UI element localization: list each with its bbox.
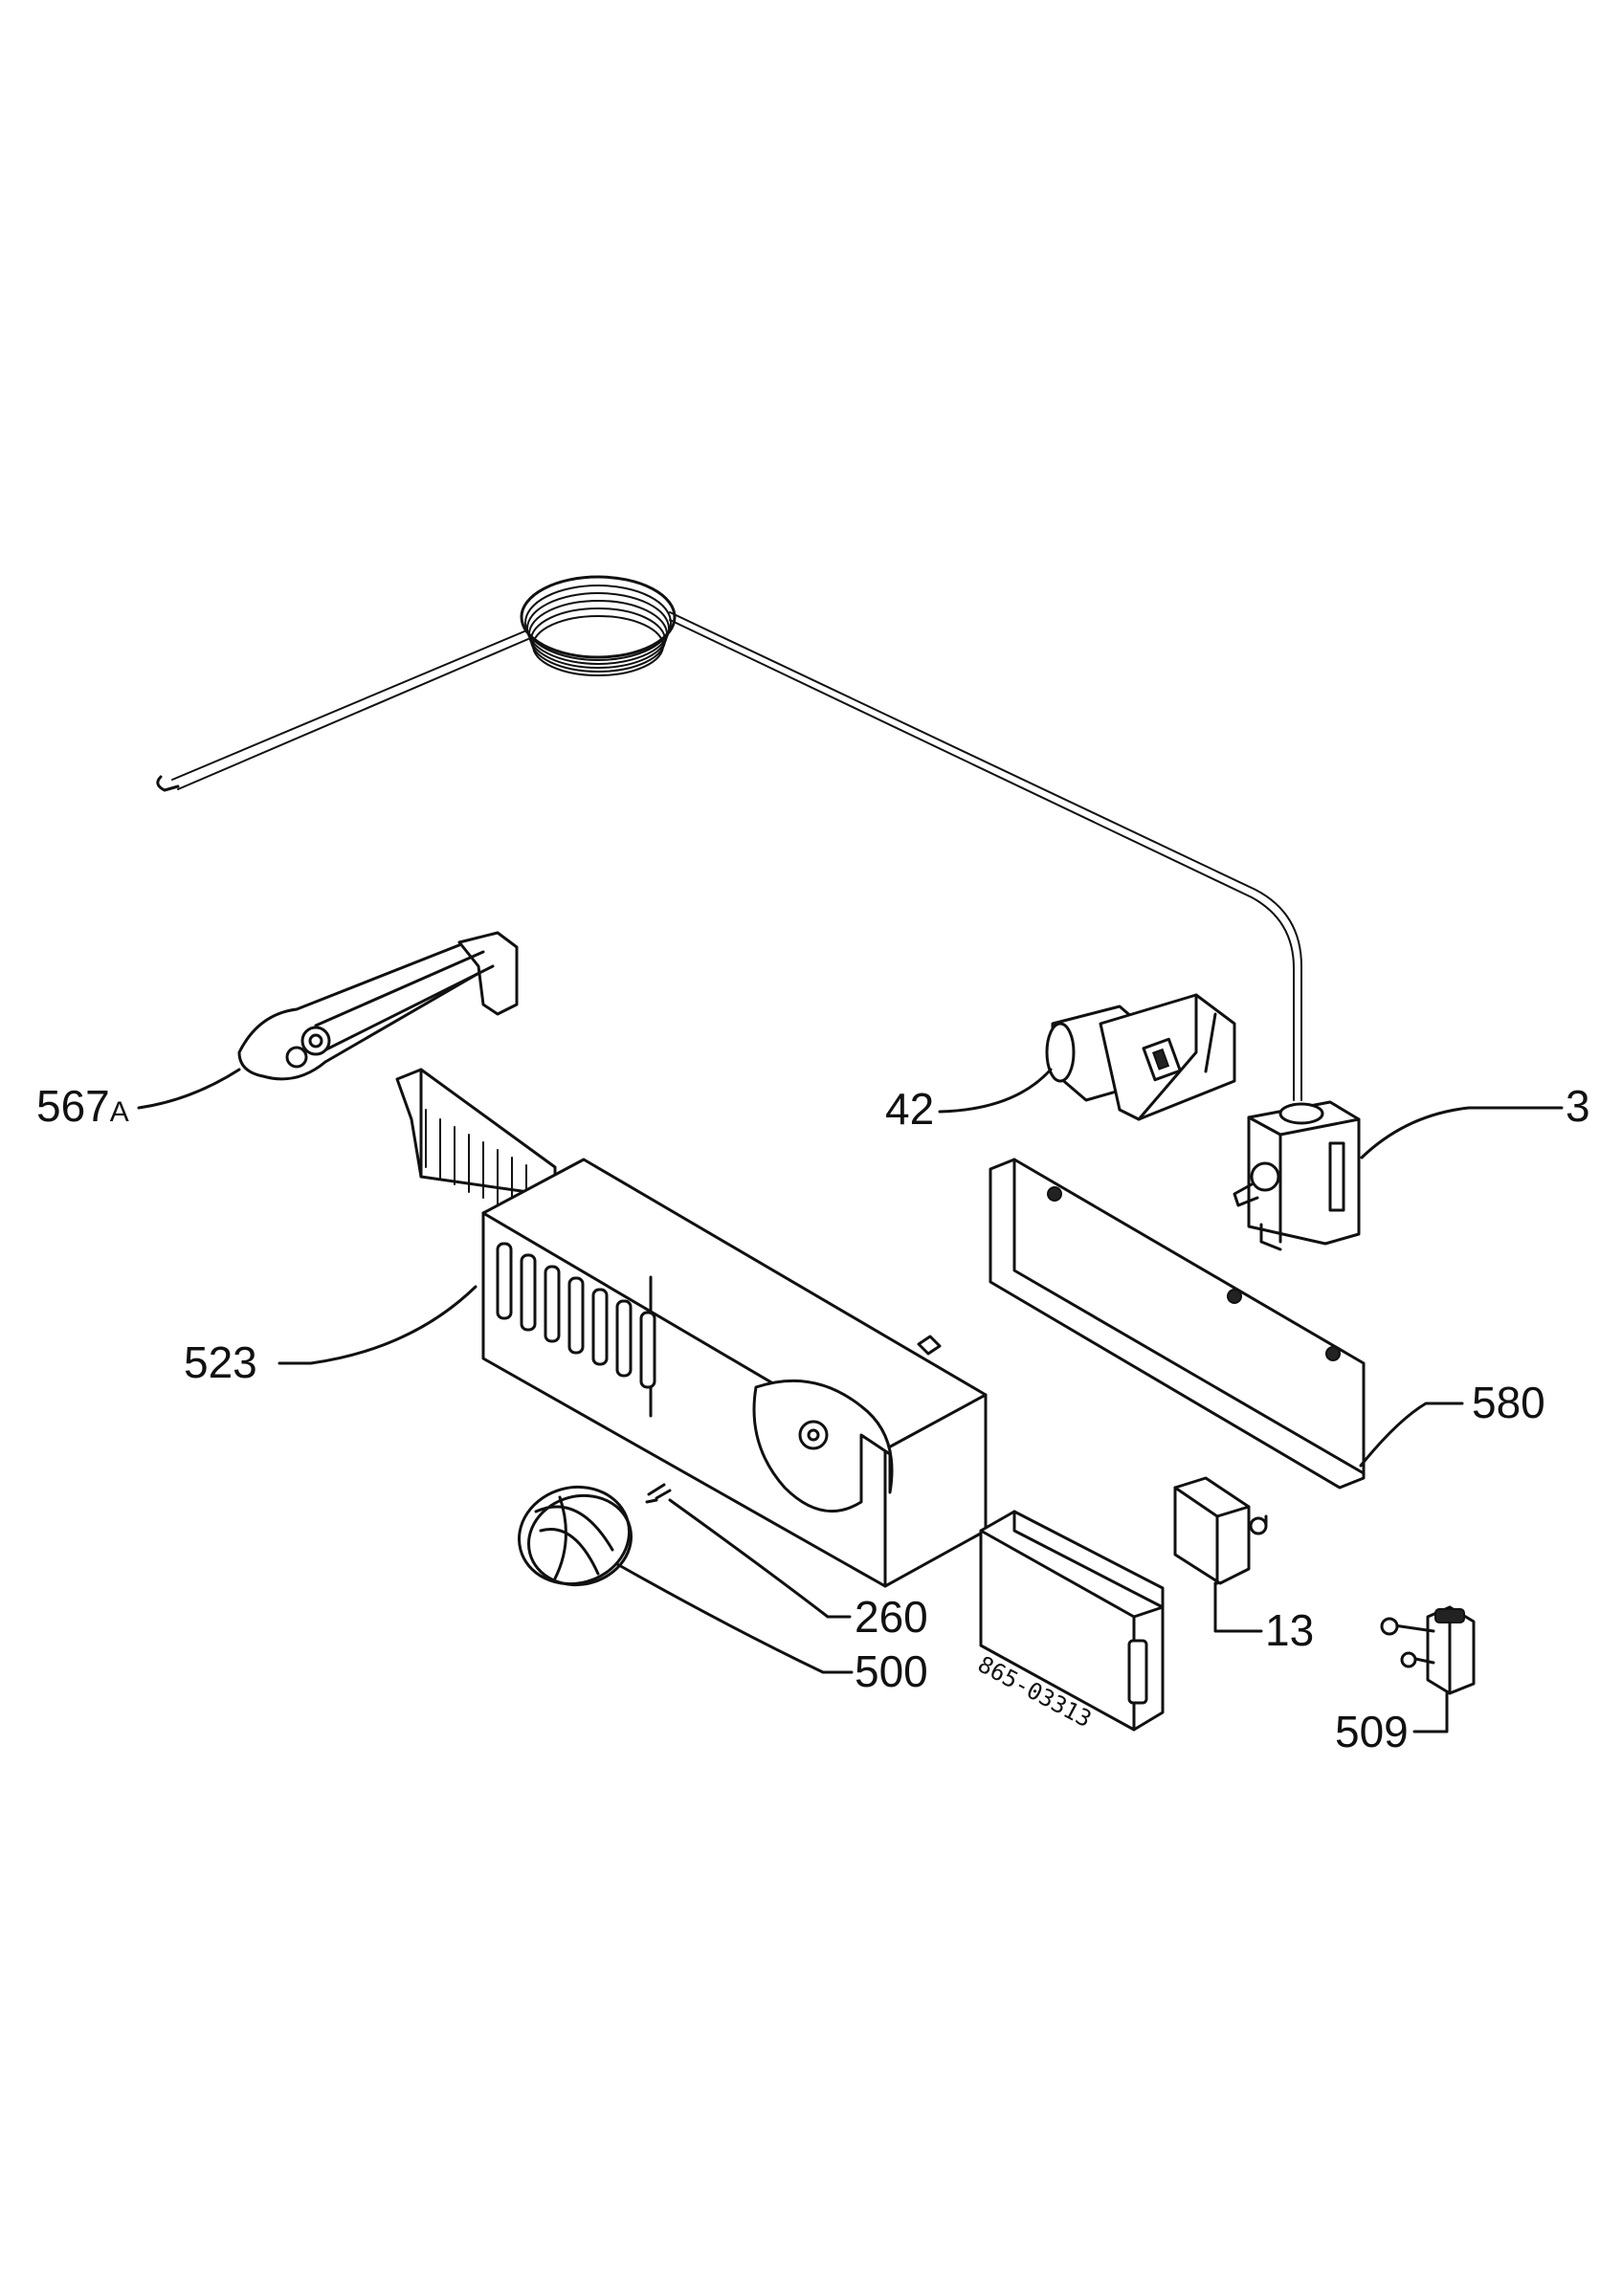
label-part-3: 3 — [1566, 1081, 1590, 1131]
thermostat-part-3 — [1233, 1100, 1361, 1251]
label-part-13: 13 — [1265, 1605, 1314, 1655]
screw-part-260 — [645, 1483, 672, 1504]
capillary-tube — [156, 575, 1302, 1101]
lamp-holder-part-42 — [1045, 993, 1236, 1121]
label-part-260: 260 — [855, 1592, 928, 1642]
part-labels: 567A 42 3 523 580 260 500 13 509 — [36, 1081, 1590, 1756]
label-part-500: 500 — [855, 1646, 928, 1696]
electronic-module: 865-03313 — [973, 1510, 1165, 1733]
housing-part-523 — [395, 1068, 988, 1588]
housing-front-vents — [496, 1242, 656, 1389]
switch-part-509 — [1380, 1605, 1476, 1695]
cover-plate-part-580 — [989, 1158, 1366, 1490]
label-part-580: 580 — [1472, 1378, 1545, 1427]
capillary-coil — [520, 575, 677, 676]
knob-part-500 — [518, 1485, 633, 1587]
bracket-part-567a — [237, 931, 519, 1081]
label-part-42: 42 — [885, 1084, 934, 1134]
label-part-523: 523 — [184, 1337, 257, 1387]
leader-lines — [137, 1068, 1564, 1733]
label-part-567a: 567A — [36, 1081, 129, 1131]
label-part-509: 509 — [1335, 1707, 1409, 1756]
switch-part-13 — [1173, 1476, 1268, 1585]
